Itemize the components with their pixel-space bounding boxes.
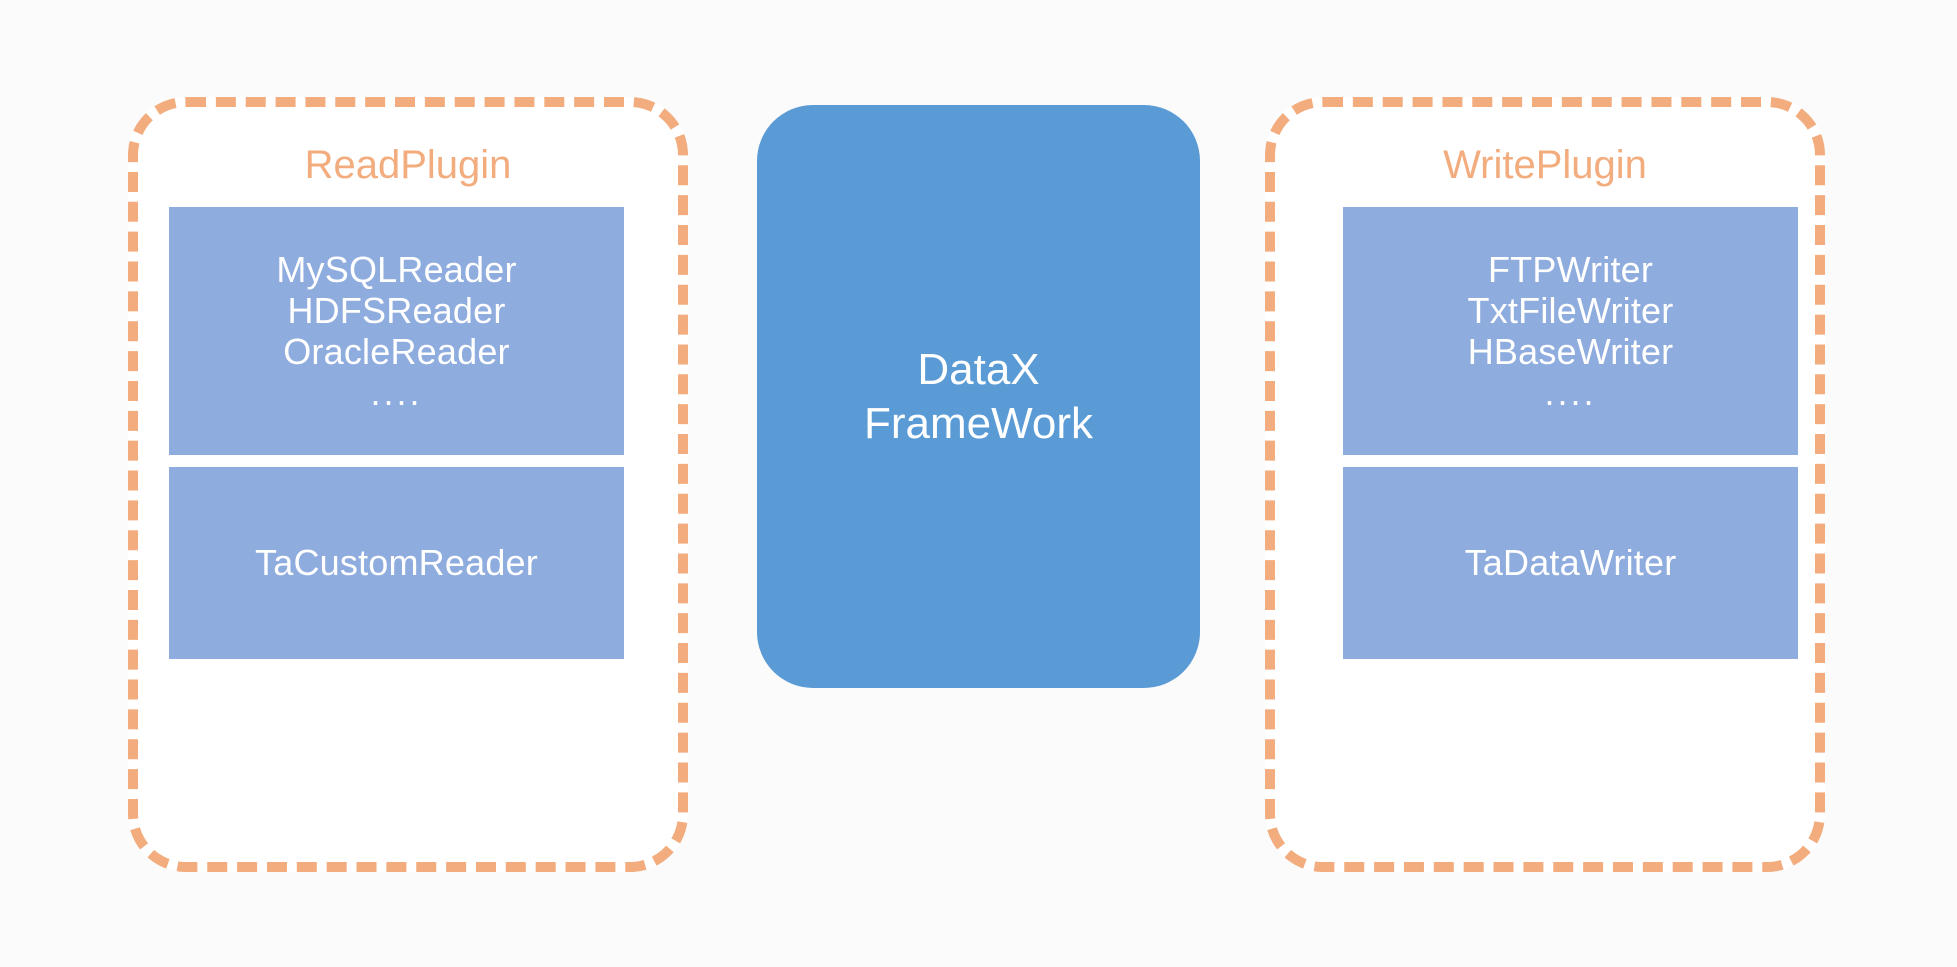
write-plugin-title: WritePlugin (1443, 143, 1647, 187)
framework-title-line-2: FrameWork (864, 398, 1093, 448)
writer-name-hbase: HBaseWriter (1467, 331, 1674, 372)
datax-framework-box: DataX FrameWork (757, 105, 1200, 688)
write-plugin-builtin-writers-box: FTPWriter TxtFileWriter HBaseWriter .... (1343, 207, 1798, 455)
reader-ellipsis: .... (370, 372, 423, 414)
writer-name-ftp: FTPWriter (1487, 248, 1654, 290)
writer-name-txtfile: TxtFileWriter (1467, 289, 1674, 331)
read-plugin-custom-reader-box: TaCustomReader (169, 467, 624, 659)
write-plugin-panel: WritePlugin FTPWriter TxtFileWriter HBas… (1265, 97, 1825, 872)
read-plugin-panel: ReadPlugin MySQLReader HDFSReader Oracle… (128, 97, 688, 872)
reader-name-hdfs: HDFSReader (287, 289, 506, 331)
writer-name-tadata: TaDataWriter (1464, 542, 1677, 584)
read-plugin-title: ReadPlugin (304, 143, 512, 187)
writer-ellipsis: .... (1544, 372, 1597, 414)
read-plugin-builtin-readers-box: MySQLReader HDFSReader OracleReader .... (169, 207, 624, 455)
framework-title-line-1: DataX (917, 344, 1040, 394)
reader-name-mysql: MySQLReader (276, 248, 517, 290)
write-plugin-custom-writer-box: TaDataWriter (1343, 467, 1798, 659)
reader-name-oracle: OracleReader (283, 331, 510, 372)
reader-name-tacustom: TaCustomReader (255, 542, 538, 584)
